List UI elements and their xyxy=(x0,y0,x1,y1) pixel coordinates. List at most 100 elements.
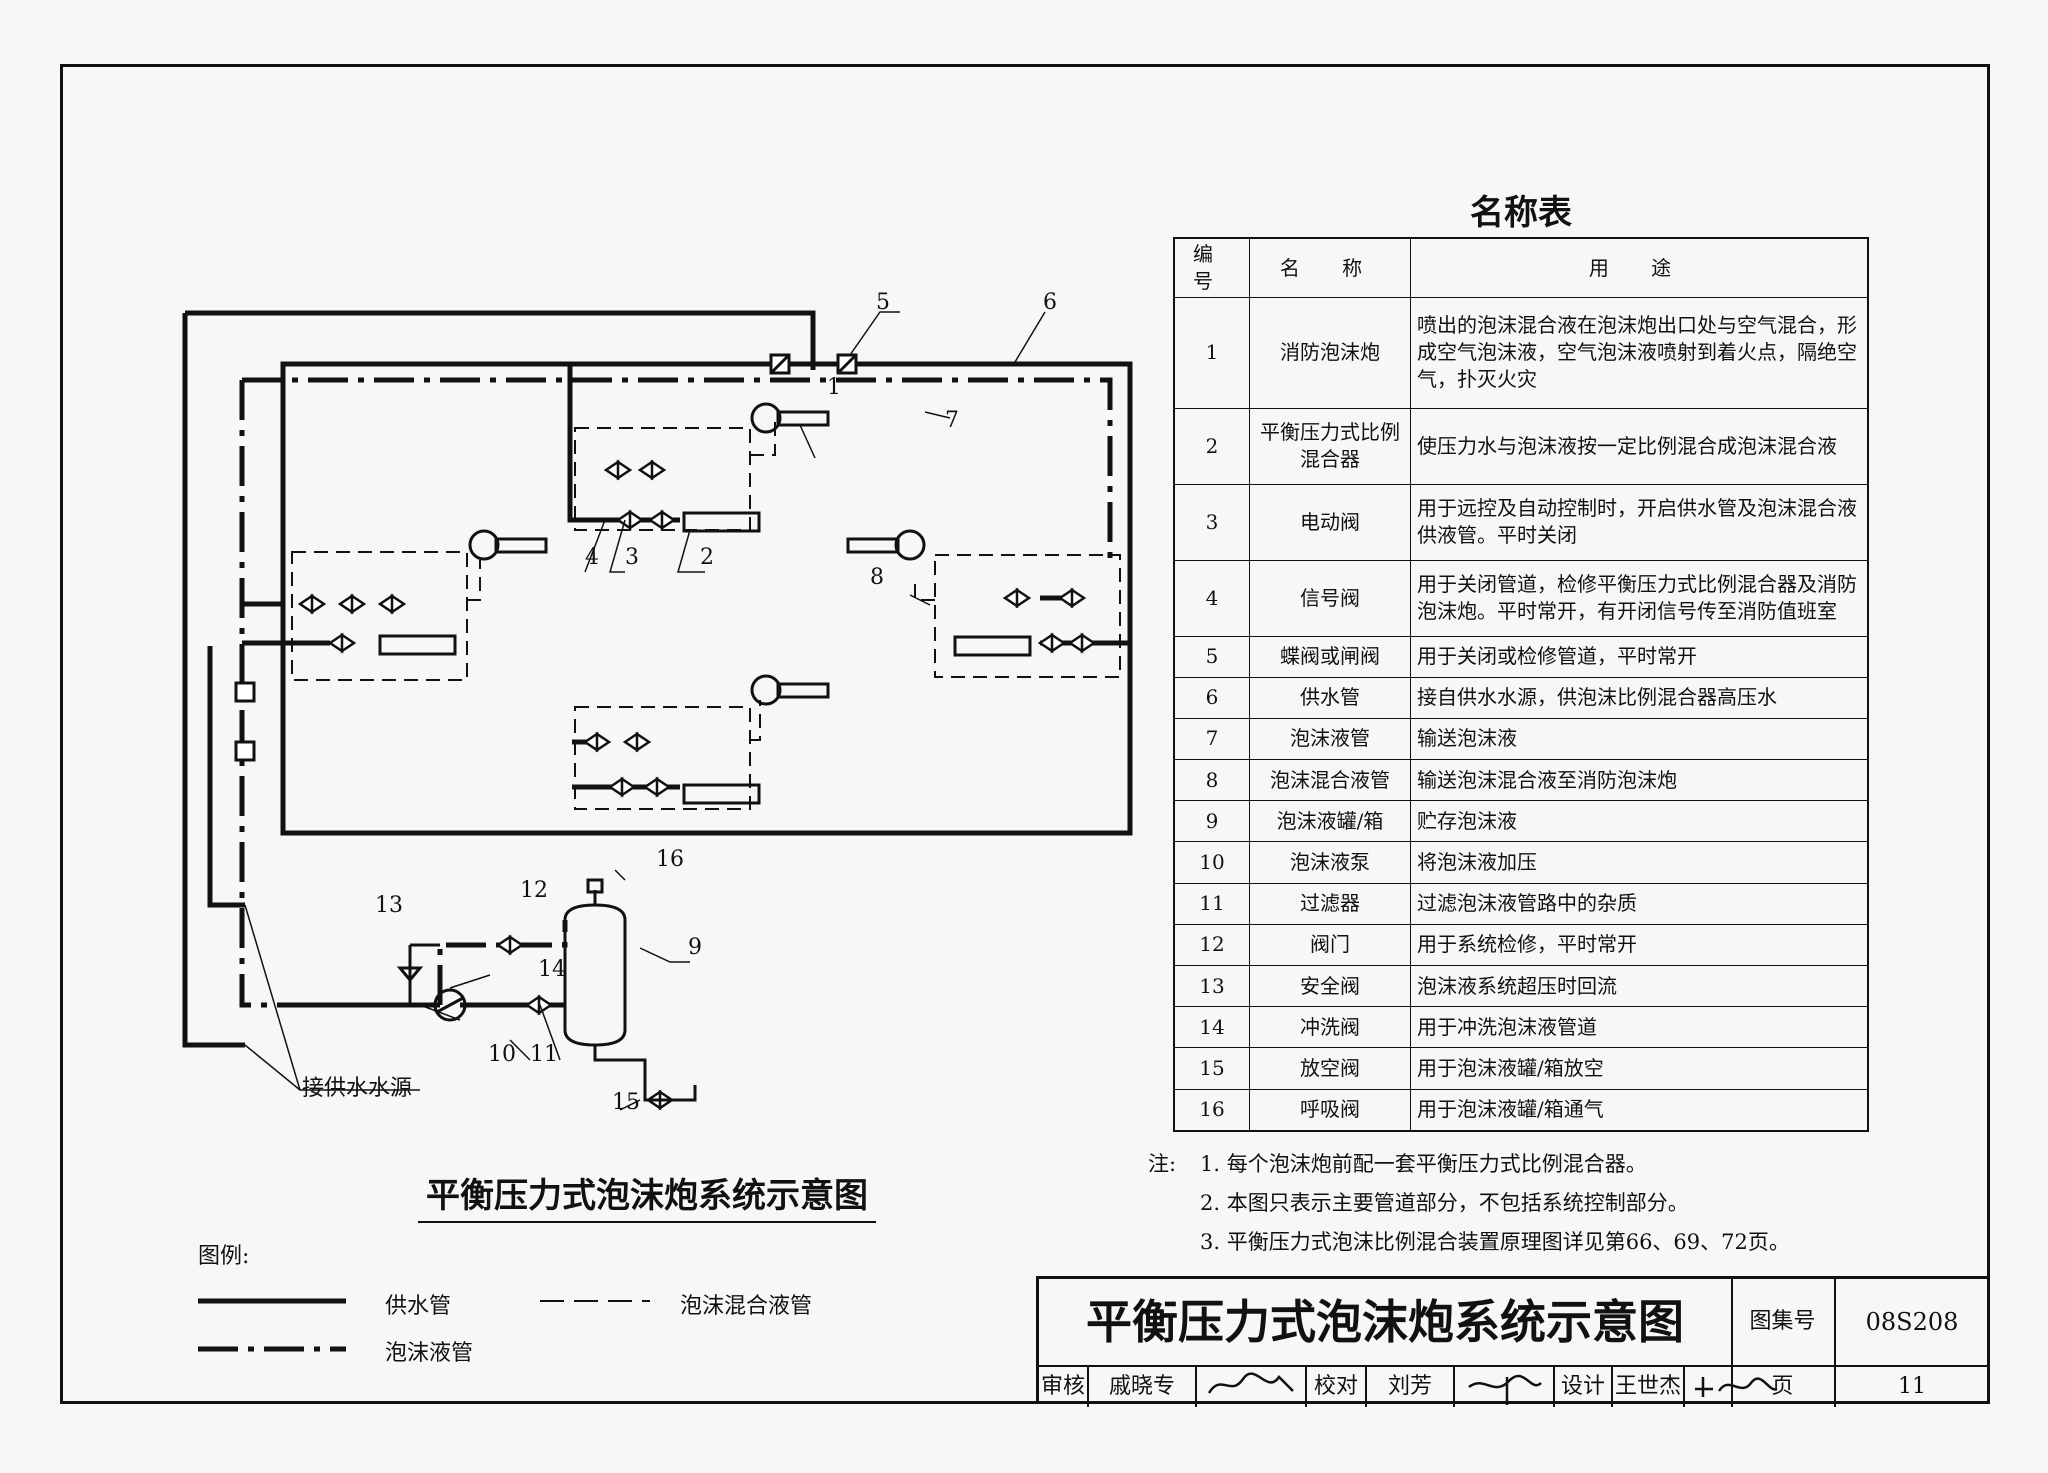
foam-liquid-pipe xyxy=(239,377,1113,1008)
row-use: 喷出的泡沫混合液在泡沫炮出口处与空气混合，形成空气泡沫液，空气泡沫液喷射到着火点… xyxy=(1410,297,1869,409)
row-number: 5 xyxy=(1173,635,1250,678)
figure-title: 平衡压力式泡沫炮系统示意图 xyxy=(418,1168,876,1223)
row-use: 输送泡沫混合液至消防泡沫炮 xyxy=(1410,759,1869,802)
note-3: 3. 平衡压力式泡沫比例混合装置原理图详见第66、69、72页。 xyxy=(1200,1230,1790,1254)
callout-3: 3 xyxy=(625,545,639,570)
col-header-name: 名 称 xyxy=(1249,237,1411,298)
note-2: 2. 本图只表示主要管道部分，不包括系统控制部分。 xyxy=(1200,1191,1689,1215)
row-name: 呼吸阀 xyxy=(1249,1088,1411,1132)
row-use: 用于关闭管道，检修平衡压力式比例混合器及消防泡沫炮。平时常开，有开闭信号传至消防… xyxy=(1410,559,1869,637)
drawing-frame xyxy=(60,64,1990,1404)
row-name: 安全阀 xyxy=(1249,965,1411,1008)
atlas-number: 08S208 xyxy=(1865,1308,1959,1336)
review-label: 审核 xyxy=(1039,1367,1089,1407)
row-name: 放空阀 xyxy=(1249,1047,1411,1090)
row-name: 泡沫混合液管 xyxy=(1249,759,1411,802)
divider xyxy=(1834,1279,1836,1407)
row-use: 接自供水水源，供泡沫比例混合器高压水 xyxy=(1410,676,1869,719)
row-number: 16 xyxy=(1173,1088,1250,1132)
water-source-label: 接供水水源 xyxy=(302,1076,413,1101)
reviewer-signature xyxy=(1197,1367,1307,1407)
row-use: 输送泡沫液 xyxy=(1410,717,1869,761)
row-use: 用于泡沫液罐/箱放空 xyxy=(1410,1047,1869,1090)
callout-14: 14 xyxy=(538,957,566,982)
row-use: 用于远控及自动控制时，开启供水管及泡沫混合液供液管。平时关闭 xyxy=(1410,483,1869,561)
callout-16: 16 xyxy=(656,847,684,872)
row-use: 使压力水与泡沫液按一定比例混合成泡沫混合液 xyxy=(1410,407,1869,485)
row-number: 15 xyxy=(1173,1047,1250,1090)
check-label: 校对 xyxy=(1307,1367,1367,1407)
table-title: 名称表 xyxy=(1470,193,1572,233)
page-label: 页 xyxy=(1771,1374,1794,1399)
title-block: 平衡压力式泡沫炮系统示意图 图集号 08S208 审核 戚晓专 校对 刘芳 设计… xyxy=(1036,1276,1990,1407)
legend-supply-pipe: 供水管 xyxy=(385,1294,452,1319)
row-number: 8 xyxy=(1173,759,1250,802)
safety-valve xyxy=(396,943,440,1005)
callout-1: 1 xyxy=(827,375,841,400)
reviewer-name: 戚晓专 xyxy=(1089,1367,1197,1407)
callout-9: 9 xyxy=(688,935,702,960)
callout-11: 11 xyxy=(530,1042,558,1067)
legend-foam-pipe: 泡沫液管 xyxy=(385,1341,474,1366)
callout-8: 8 xyxy=(870,565,884,590)
row-number: 3 xyxy=(1173,483,1250,561)
col-header-no: 编号 xyxy=(1173,237,1250,298)
divider xyxy=(1731,1279,1733,1407)
callout-6: 6 xyxy=(1043,290,1057,315)
row-number: 7 xyxy=(1173,717,1250,761)
notes-prefix: 注: xyxy=(1148,1152,1177,1176)
callout-leaders xyxy=(244,311,1046,1111)
row-name: 泡沫液泵 xyxy=(1249,841,1411,884)
row-use: 将泡沫液加压 xyxy=(1410,841,1869,884)
row-number: 2 xyxy=(1173,407,1250,485)
row-name: 蝶阀或闸阀 xyxy=(1249,635,1411,678)
legend-mixture-pipe: 泡沫混合液管 xyxy=(680,1294,813,1319)
row-name: 冲洗阀 xyxy=(1249,1006,1411,1049)
legend-title: 图例: xyxy=(198,1244,250,1269)
note-1: 1. 每个泡沫炮前配一套平衡压力式比例混合器。 xyxy=(1200,1152,1647,1176)
row-number: 4 xyxy=(1173,559,1250,637)
checker-signature xyxy=(1455,1367,1555,1407)
row-name: 过滤器 xyxy=(1249,882,1411,925)
foam-pump xyxy=(433,988,467,1022)
row-name: 泡沫液罐/箱 xyxy=(1249,800,1411,843)
row-name: 供水管 xyxy=(1249,676,1411,719)
proportioning-mixer xyxy=(378,511,1032,805)
row-number: 11 xyxy=(1173,882,1250,925)
row-number: 6 xyxy=(1173,676,1250,719)
row-number: 9 xyxy=(1173,800,1250,843)
atlas-label: 图集号 xyxy=(1749,1309,1816,1334)
legend-symbols xyxy=(198,1298,650,1352)
row-name: 阀门 xyxy=(1249,923,1411,967)
callout-5: 5 xyxy=(876,290,890,315)
row-use: 贮存泡沫液 xyxy=(1410,800,1869,843)
row-name: 信号阀 xyxy=(1249,559,1411,637)
row-name: 泡沫液管 xyxy=(1249,717,1411,761)
foam-cannon xyxy=(468,402,926,706)
callout-15: 15 xyxy=(612,1090,640,1115)
col-header-use: 用 途 xyxy=(1410,237,1869,298)
row-use: 过滤泡沫液管路中的杂质 xyxy=(1410,882,1869,925)
row-use: 用于关闭或检修管道，平时常开 xyxy=(1410,635,1869,678)
row-number: 12 xyxy=(1173,923,1250,967)
row-number: 13 xyxy=(1173,965,1250,1008)
row-name: 电动阀 xyxy=(1249,483,1411,561)
design-label: 设计 xyxy=(1555,1367,1613,1407)
callout-2: 2 xyxy=(700,545,714,570)
row-use: 泡沫液系统超压时回流 xyxy=(1410,965,1869,1008)
row-name: 平衡压力式比例混合器 xyxy=(1249,407,1411,485)
